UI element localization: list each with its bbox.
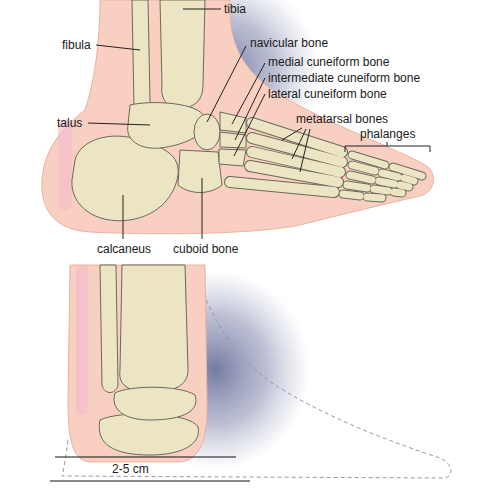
bone-label: metatarsal bones xyxy=(296,112,388,126)
bone-label: navicular bone xyxy=(250,36,328,50)
bone-label: lateral cuneiform bone xyxy=(268,87,387,101)
metatarsals xyxy=(230,123,342,192)
bone-label: calcaneus xyxy=(97,242,151,256)
leg-skin xyxy=(68,265,207,462)
dimension-label: 2-5 cm xyxy=(112,462,149,476)
phalanges-bones xyxy=(343,155,422,198)
achilles-tendon xyxy=(58,120,72,210)
skin-outline xyxy=(42,0,434,234)
bone-label: talus xyxy=(57,116,82,130)
bone-label: phalanges xyxy=(360,127,415,141)
bone-label: medial cuneiform bone xyxy=(268,55,389,69)
phalanges-bracket xyxy=(345,142,430,152)
bone-label: cuboid bone xyxy=(173,242,238,256)
dimension-line xyxy=(55,457,236,458)
bone-label: intermediate cuneiform bone xyxy=(268,71,420,85)
achilles-tendon xyxy=(76,265,88,415)
bone-label: tibia xyxy=(224,2,246,16)
foot-bones xyxy=(72,0,246,221)
ground-line xyxy=(50,481,250,482)
bone-label: fibula xyxy=(62,38,91,52)
ankle-bones xyxy=(99,265,198,455)
